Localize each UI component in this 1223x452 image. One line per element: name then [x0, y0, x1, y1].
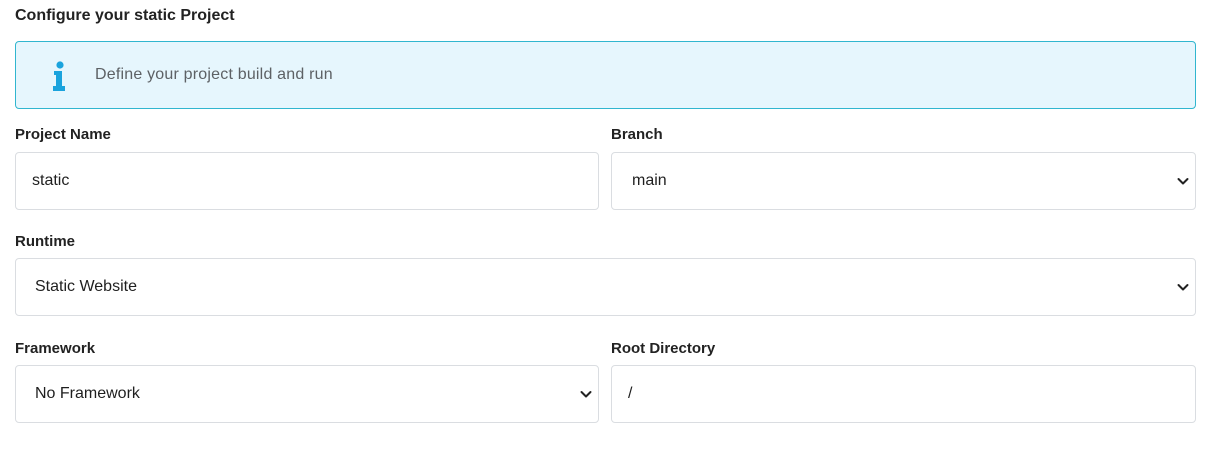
project-name-input[interactable]: static	[15, 152, 599, 210]
root-directory-input[interactable]: /	[611, 365, 1196, 423]
chevron-down-icon	[1177, 178, 1189, 185]
branch-label: Branch	[611, 126, 663, 143]
page-title: Configure your static Project	[15, 7, 235, 24]
framework-selected-value: No Framework	[35, 385, 140, 402]
info-icon	[53, 61, 65, 91]
root-directory-label: Root Directory	[611, 340, 716, 357]
chevron-down-icon	[1177, 284, 1189, 291]
runtime-selected-value: Static Website	[35, 278, 137, 295]
runtime-select[interactable]: Static Website	[15, 258, 1196, 316]
root-directory-value: /	[628, 385, 633, 402]
runtime-label: Runtime	[15, 233, 75, 250]
info-message: Define your project build and run	[95, 66, 333, 83]
project-name-label: Project Name	[15, 126, 111, 143]
framework-select[interactable]: No Framework	[15, 365, 599, 423]
branch-selected-value: main	[632, 172, 667, 189]
chevron-down-icon	[580, 391, 592, 398]
branch-select[interactable]: main	[611, 152, 1196, 210]
project-name-value: static	[32, 172, 70, 189]
framework-label: Framework	[15, 340, 96, 357]
info-banner: Define your project build and run	[15, 41, 1196, 109]
